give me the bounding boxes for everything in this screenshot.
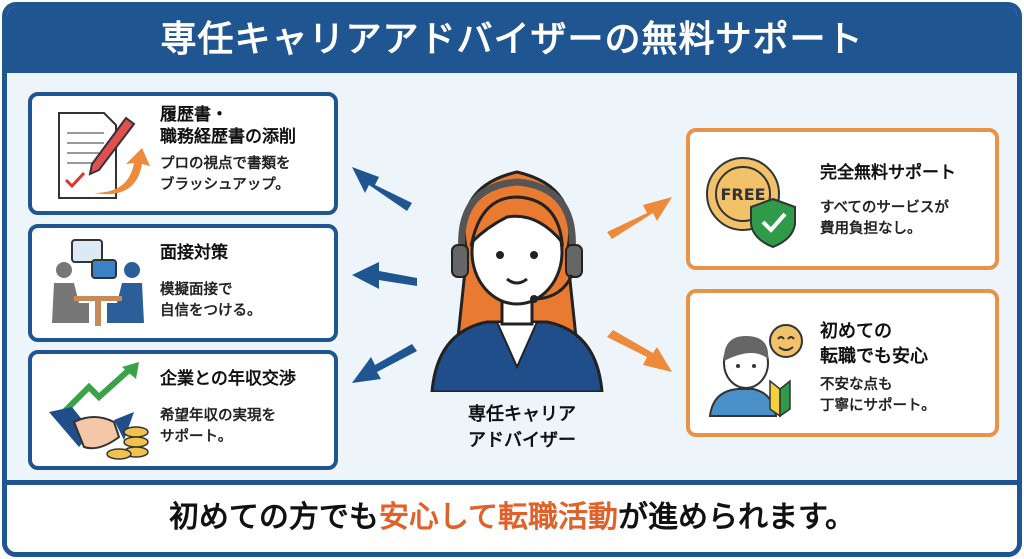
card-desc: 希望年収の実現をサポート。 — [160, 406, 276, 448]
card-desc: 模擬面接で自信をつける。 — [160, 280, 262, 322]
arrow-to-beginner — [607, 330, 672, 372]
card-title: 履歴書・職務経歴書の添削 — [160, 104, 296, 148]
card-title: 初めての転職でも安心 — [820, 319, 928, 369]
desc-line2: 費用負担なし。 — [820, 221, 922, 237]
card-title: 企業との年収交渉 — [160, 369, 296, 389]
footer-message: 初めての方でも安心して転職活動が進められます。 — [7, 480, 1017, 552]
title-line2: 転職でも安心 — [820, 346, 928, 367]
desc-line2: 丁寧にサポート。 — [820, 398, 936, 414]
card-beginner-safe: 初めての転職でも安心 不安な点も丁寧にサポート。 — [686, 289, 999, 437]
document-pen-icon — [58, 112, 150, 199]
card-interview-prep: 面接対策 模擬面接で自信をつける。 — [28, 224, 338, 342]
free-shield-icon: FREE — [706, 157, 796, 249]
desc-line1: 希望年収の実現を — [160, 408, 276, 424]
card-title: 完全無料サポート — [820, 163, 956, 183]
desc-line2: 自信をつける。 — [160, 303, 262, 319]
interview-icon — [52, 239, 144, 326]
footer-text-2: が進められます。 — [618, 500, 856, 535]
desc-line1: 模擬面接で — [160, 282, 233, 298]
blue-arrows — [352, 167, 417, 383]
arrow-to-interview — [352, 262, 417, 289]
arrow-to-resume — [352, 167, 412, 211]
title-line1: 履歴書・ — [160, 105, 228, 125]
desc-line2: サポート。 — [160, 429, 233, 445]
footer-text-1: 初めての方でも — [168, 500, 379, 535]
card-resume-review: 履歴書・職務経歴書の添削 プロの視点で書類をブラッシュアップ。 — [28, 92, 338, 215]
card-salary-negotiation: 企業との年収交渉 希望年収の実現をサポート。 — [28, 350, 338, 470]
title-line1: 初めての — [820, 321, 892, 342]
free-badge-text: FREE — [720, 185, 765, 204]
arrow-to-free — [607, 197, 672, 239]
card-desc: プロの視点で書類をブラッシュアップ。 — [160, 154, 291, 196]
beginner-person-icon — [708, 324, 803, 418]
advisor-label-line2: アドバイザー — [468, 430, 576, 451]
orange-arrows — [607, 197, 672, 372]
card-desc: すべてのサービスが費用負担なし。 — [820, 198, 949, 240]
card-desc: 不安な点も丁寧にサポート。 — [820, 375, 936, 417]
desc-line1: 不安な点も — [820, 377, 893, 393]
card-title: 面接対策 — [160, 243, 228, 263]
arrows — [352, 167, 672, 383]
page-title: 専任キャリアアドバイザーの無料サポート — [7, 7, 1017, 73]
advisor-label-line1: 専任キャリア — [468, 404, 576, 425]
advisor-label: 専任キャリア アドバイザー — [437, 402, 607, 454]
desc-line2: ブラッシュアップ。 — [160, 177, 290, 193]
title-line2: 職務経歴書の添削 — [160, 127, 296, 147]
footer-highlight: 安心して転職活動 — [378, 500, 619, 535]
desc-line1: プロの視点で書類を — [160, 156, 291, 172]
handshake-growth-icon — [49, 362, 149, 460]
desc-line1: すべてのサービスが — [820, 200, 949, 216]
card-free-support: FREE 完全無料サポート すべてのサービスが費用負担なし。 — [686, 128, 999, 270]
arrow-to-negotiation — [352, 344, 417, 383]
career-advisor-illustration — [430, 170, 604, 392]
